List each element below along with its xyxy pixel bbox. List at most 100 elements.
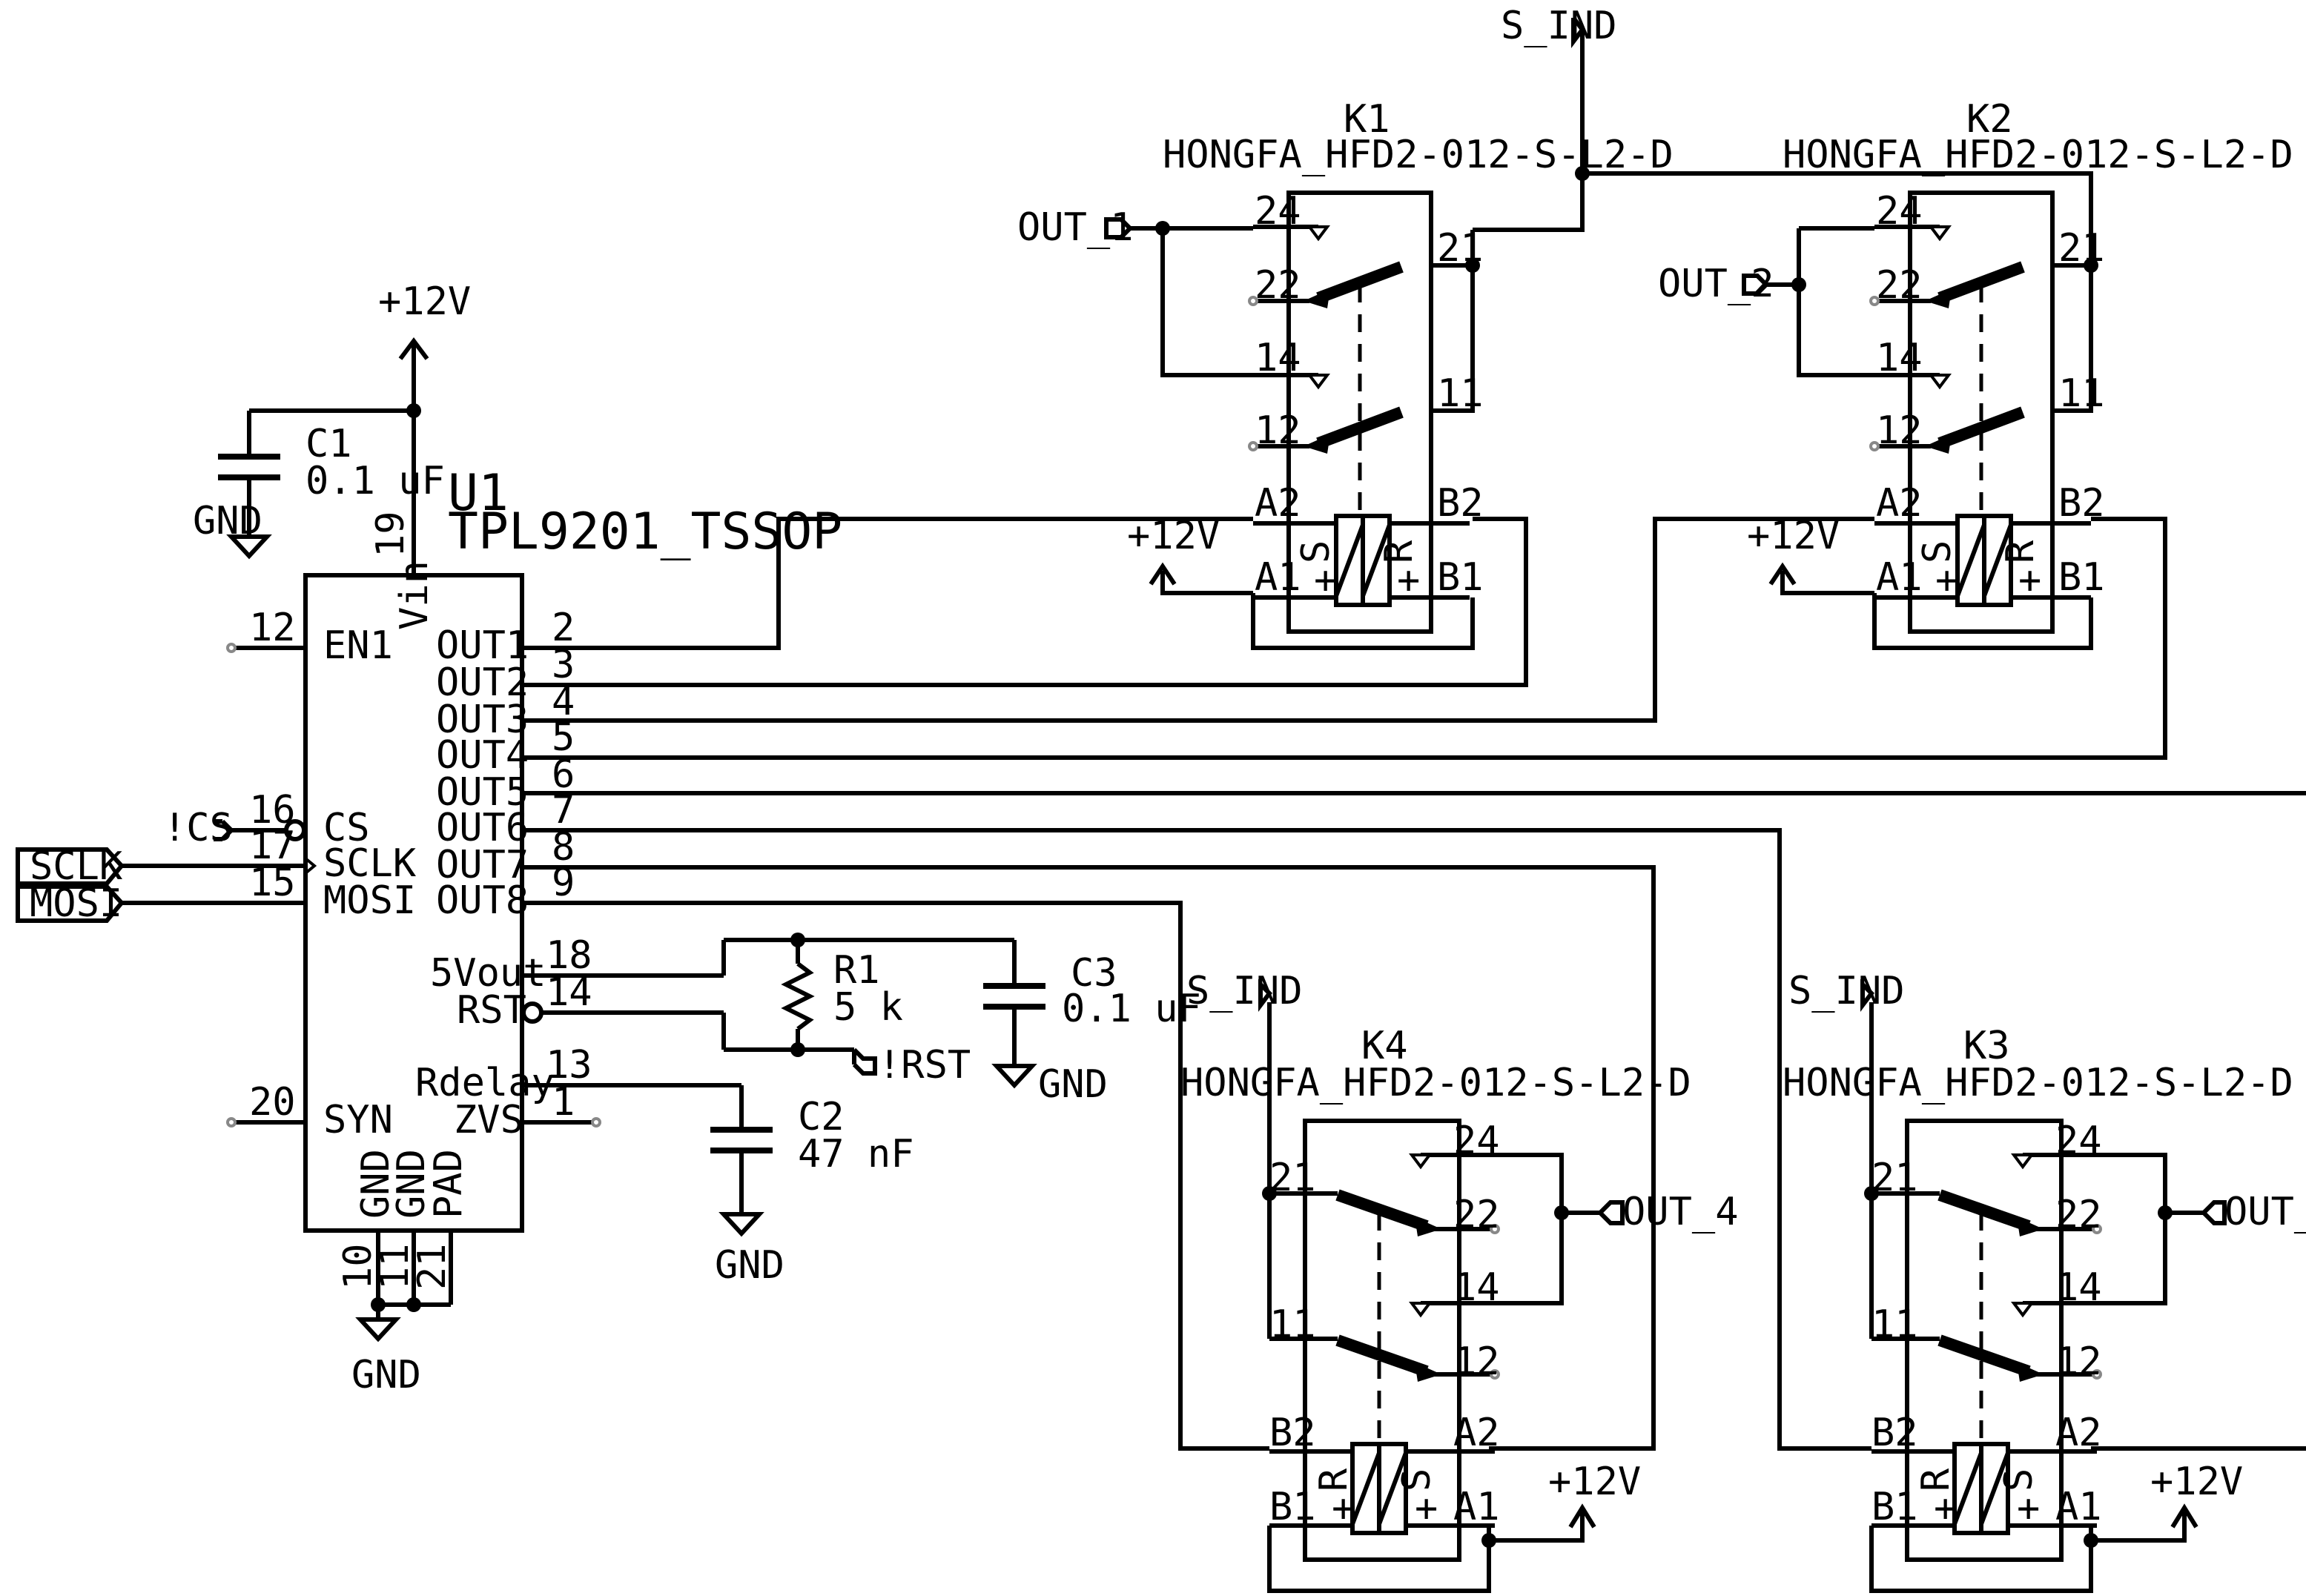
- c2-gnd-label: GND: [715, 1243, 784, 1288]
- k1-out1-label: OUT_1: [1017, 205, 1134, 250]
- u1-pin-out2: OUT2: [436, 660, 529, 705]
- k1-coil-plus-r: +: [1397, 558, 1420, 603]
- c3-ref: C3: [1071, 951, 1117, 996]
- u1-pin-num-10: 10: [336, 1243, 380, 1290]
- k1-pin-a2: A2: [1255, 481, 1301, 526]
- k1-pin-14: 14: [1255, 336, 1301, 380]
- k4-out4-label: OUT_4: [1622, 1190, 1739, 1234]
- k4-vcc-label: +12V: [1548, 1460, 1641, 1504]
- k4-pin-22: 22: [1453, 1193, 1500, 1237]
- relay-k4: K4 HONGFA_HFD2-012-S-L2-D 24 22 14 12 21…: [1180, 969, 1739, 1593]
- rst-net-label: !RST: [878, 1043, 971, 1087]
- u1-pin-out6: OUT6: [436, 806, 529, 850]
- u1-chip: U1 TPL9201_TSSOP Vin 19 12 EN1 16 CS 17 …: [122, 415, 842, 1397]
- u1-pin-vin: Vin: [392, 560, 437, 630]
- k4-part: HONGFA_HFD2-012-S-L2-D: [1180, 1061, 1691, 1105]
- k4-ref: K4: [1361, 1024, 1408, 1068]
- u1-pin-rdelay: Rdelay: [415, 1061, 555, 1105]
- u1-pin-rst: RST: [457, 988, 526, 1033]
- k3-pin-b1: B1: [1871, 1485, 1918, 1529]
- u1-pin-num-17: 17: [249, 824, 296, 868]
- u1-ref: U1: [448, 464, 509, 523]
- u1-pin-out3: OUT3: [436, 698, 529, 742]
- c1-capacitor: +12V GND C1 0.1 uF: [193, 279, 471, 560]
- k2-vcc-label: +12V: [1747, 514, 1840, 558]
- k1-coil-plus-s: +: [1314, 558, 1337, 603]
- u1-value: TPL9201_TSSOP: [448, 503, 842, 561]
- k1-coil-r: R: [1377, 540, 1421, 563]
- k2-pin-24: 24: [1876, 189, 1923, 234]
- k2-coil-plus-r: +: [2018, 558, 2041, 603]
- u1-pin-num-2: 2: [552, 606, 575, 650]
- u1-pin-en1: EN1: [323, 623, 393, 668]
- relay-k3: K3 HONGFA_HFD2-012-S-L2-D 24 22 14 12 21…: [1783, 969, 2306, 1593]
- u1-pin-num-20: 20: [249, 1080, 296, 1125]
- u1-pin-num-16: 16: [249, 788, 296, 832]
- u1-pin-out8: OUT8: [436, 878, 529, 923]
- spi-labels: SCLK MOSI !CS: [16, 806, 235, 926]
- c2-ref: C2: [798, 1095, 845, 1139]
- k3-pin-22: 22: [2055, 1193, 2102, 1237]
- k2-pin-a2: A2: [1876, 481, 1923, 526]
- k4-coil-s: S: [1395, 1468, 1439, 1491]
- k1-part: HONGFA_HFD2-012-S-L2-D: [1163, 133, 1674, 177]
- k2-coil-plus-s: +: [1935, 558, 1958, 603]
- relay-k2: K2 HONGFA_HFD2-012-S-L2-D 24 22 14 12 21…: [1658, 97, 2293, 650]
- u1-pin-num-15: 15: [249, 861, 296, 905]
- k4-pin-b1: B1: [1269, 1485, 1316, 1529]
- out-wiring: [522, 517, 2306, 1451]
- u1-pin-sclk: SCLK: [323, 841, 417, 886]
- u1-pin-pad: PAD: [426, 1149, 471, 1219]
- k1-vcc-label: +12V: [1127, 514, 1220, 558]
- relay-k1: K1 HONGFA_HFD2-012-S-L2-D 24 22 14 12 21…: [1017, 30, 2093, 650]
- u1-pin-num-19: 19: [369, 511, 413, 557]
- k3-pin-a2: A2: [2055, 1411, 2102, 1455]
- u1-pin-num-13: 13: [546, 1043, 592, 1087]
- u1-pin-gnd2: GND: [389, 1149, 434, 1219]
- k2-pin-22: 22: [1876, 263, 1923, 308]
- k3-coil-r: R: [1914, 1468, 1958, 1491]
- k3-pin-b2: B2: [1871, 1411, 1918, 1455]
- u1-pin-num-21: 21: [410, 1243, 455, 1290]
- k1-pin-22: 22: [1255, 263, 1301, 308]
- u1-pin-out4: OUT4: [436, 733, 529, 778]
- c3-capacitor: GND C3 0.1 uF: [983, 940, 1201, 1107]
- k4-pin-12: 12: [1453, 1340, 1500, 1384]
- k2-pin-12: 12: [1876, 408, 1923, 453]
- k1-pin-a1: A1: [1255, 555, 1301, 600]
- c1-value: 0.1 uF: [305, 459, 445, 503]
- k4-pin-a2: A2: [1453, 1411, 1500, 1455]
- u1-pin-out5: OUT5: [436, 770, 529, 815]
- r1-value: 5 k: [833, 985, 903, 1030]
- vcc-label-u1: +12V: [378, 279, 471, 324]
- k1-pin-24: 24: [1255, 189, 1301, 234]
- u1-pin-zvs: ZVS: [454, 1098, 523, 1142]
- k1-ref: K1: [1344, 97, 1390, 142]
- u1-pin-num-12: 12: [249, 606, 296, 650]
- k3-pin-12: 12: [2055, 1340, 2102, 1384]
- k2-pin-b1: B1: [2058, 555, 2105, 600]
- c2-value: 47 nF: [798, 1132, 914, 1176]
- u1-pin-mosi: MOSI: [323, 878, 416, 923]
- r1-ref: R1: [833, 948, 880, 993]
- c3-gnd-label: GND: [1038, 1062, 1108, 1107]
- c1-gnd-label: GND: [193, 499, 262, 543]
- k1-pin-b1: B1: [1437, 555, 1484, 600]
- k4-coil-r: R: [1312, 1468, 1356, 1491]
- k3-coil-plus-r: +: [1934, 1486, 1957, 1531]
- u1-pin-out7: OUT7: [436, 843, 529, 887]
- k3-pin-21: 21: [1871, 1156, 1918, 1200]
- u1-pin-cs: CS: [323, 806, 370, 850]
- k1-pin-12: 12: [1255, 408, 1301, 453]
- k3-out3-label: OUT_3: [2224, 1190, 2306, 1234]
- k3-coil-s: S: [1997, 1468, 2041, 1491]
- cs-net-label: !CS: [163, 806, 233, 850]
- u1-pin-num-18: 18: [546, 933, 592, 978]
- u1-pin-syn: SYN: [323, 1098, 393, 1142]
- k4-s-ind-label: S_IND: [1186, 969, 1303, 1013]
- k4-pin-b2: B2: [1269, 1411, 1316, 1455]
- k4-pin-21: 21: [1269, 1156, 1316, 1200]
- k3-pin-11: 11: [1871, 1302, 1918, 1347]
- k1-coil-s: S: [1294, 540, 1338, 563]
